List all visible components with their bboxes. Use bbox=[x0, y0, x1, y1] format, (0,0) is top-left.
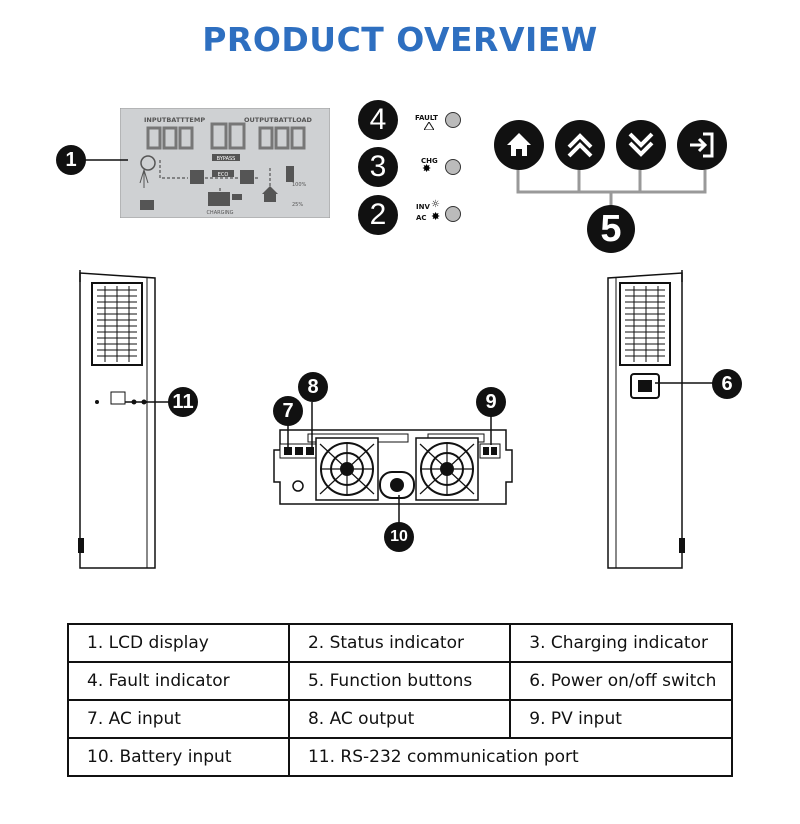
lcd-charging: CHARGING bbox=[206, 210, 233, 216]
legend-cell: 8. AC output bbox=[287, 699, 512, 739]
callout-1-line bbox=[80, 159, 128, 161]
legend-table: 1. LCD display 2. Status indicator 3. Ch… bbox=[67, 623, 734, 777]
bottom-view bbox=[273, 429, 513, 505]
callout-10-line bbox=[398, 495, 400, 525]
page-title: PRODUCT OVERVIEW bbox=[202, 20, 598, 59]
inv-label: INV bbox=[416, 203, 430, 211]
callout-2: 2 bbox=[358, 195, 398, 235]
enter-icon bbox=[690, 132, 714, 158]
chg-label: CHG bbox=[421, 157, 438, 165]
home-button[interactable] bbox=[494, 120, 544, 170]
enter-button[interactable] bbox=[677, 120, 727, 170]
table-row: 4. Fault indicator 5. Function buttons 6… bbox=[67, 661, 733, 701]
lcd-pct25: 25% bbox=[292, 202, 303, 208]
legend-cell: 6. Power on/off switch bbox=[509, 661, 733, 701]
lcd-input-label: INPUTBATTTEMP bbox=[144, 116, 205, 124]
legend-cell: 4. Fault indicator bbox=[67, 661, 290, 701]
lcd-bypass: BYPASS bbox=[217, 156, 236, 162]
callout-10: 10 bbox=[384, 522, 414, 552]
ac-label: AC bbox=[416, 214, 427, 222]
down-button[interactable] bbox=[616, 120, 666, 170]
callout-7-8-lines bbox=[287, 402, 313, 450]
home-icon bbox=[507, 133, 531, 156]
sun-icon: ✸ bbox=[422, 162, 432, 175]
table-row: 10. Battery input 11. RS-232 communicati… bbox=[67, 737, 734, 777]
callout-11: 11 bbox=[168, 387, 198, 417]
callout-1: 1 bbox=[56, 145, 86, 175]
callout-6-line bbox=[655, 382, 715, 384]
status-led bbox=[445, 206, 461, 222]
warning-icon bbox=[424, 122, 434, 130]
lcd-display: INPUTBATTTEMP OUTPUTBATTLOAD BYPASS ECO … bbox=[120, 108, 330, 218]
callout-9: 9 bbox=[476, 387, 506, 417]
legend-cell: 1. LCD display bbox=[67, 623, 290, 663]
star-icon: ✸ bbox=[431, 210, 441, 223]
table-row: 1. LCD display 2. Status indicator 3. Ch… bbox=[67, 623, 733, 663]
function-buttons-connector bbox=[516, 170, 707, 215]
callout-7: 7 bbox=[273, 396, 303, 426]
callout-4: 4 bbox=[358, 100, 398, 140]
sun-outline-icon: ☼ bbox=[431, 199, 440, 210]
lcd-pct100: 100% bbox=[292, 182, 307, 188]
legend-cell: 11. RS-232 communication port bbox=[287, 737, 734, 777]
legend-cell: 5. Function buttons bbox=[287, 661, 512, 701]
callout-11-line bbox=[125, 399, 170, 405]
lcd-eco: ECO bbox=[218, 172, 229, 178]
legend-cell: 9. PV input bbox=[509, 699, 733, 739]
callout-6: 6 bbox=[712, 369, 742, 399]
table-row: 7. AC input 8. AC output 9. PV input bbox=[67, 699, 733, 739]
right-side-view bbox=[607, 270, 685, 569]
callout-8: 8 bbox=[298, 372, 328, 402]
left-side-view bbox=[78, 270, 156, 569]
callout-3: 3 bbox=[358, 147, 398, 187]
lcd-output-label: OUTPUTBATTLOAD bbox=[244, 116, 313, 124]
legend-cell: 2. Status indicator bbox=[287, 623, 512, 663]
double-chevron-up-icon bbox=[567, 133, 593, 158]
up-button[interactable] bbox=[555, 120, 605, 170]
fault-label: FAULT bbox=[415, 114, 438, 122]
chg-led bbox=[445, 159, 461, 175]
callout-5: 5 bbox=[587, 205, 635, 253]
fault-led bbox=[445, 112, 461, 128]
legend-cell: 7. AC input bbox=[67, 699, 290, 739]
legend-cell: 10. Battery input bbox=[67, 737, 290, 777]
double-chevron-down-icon bbox=[628, 132, 654, 157]
legend-cell: 3. Charging indicator bbox=[509, 623, 733, 663]
